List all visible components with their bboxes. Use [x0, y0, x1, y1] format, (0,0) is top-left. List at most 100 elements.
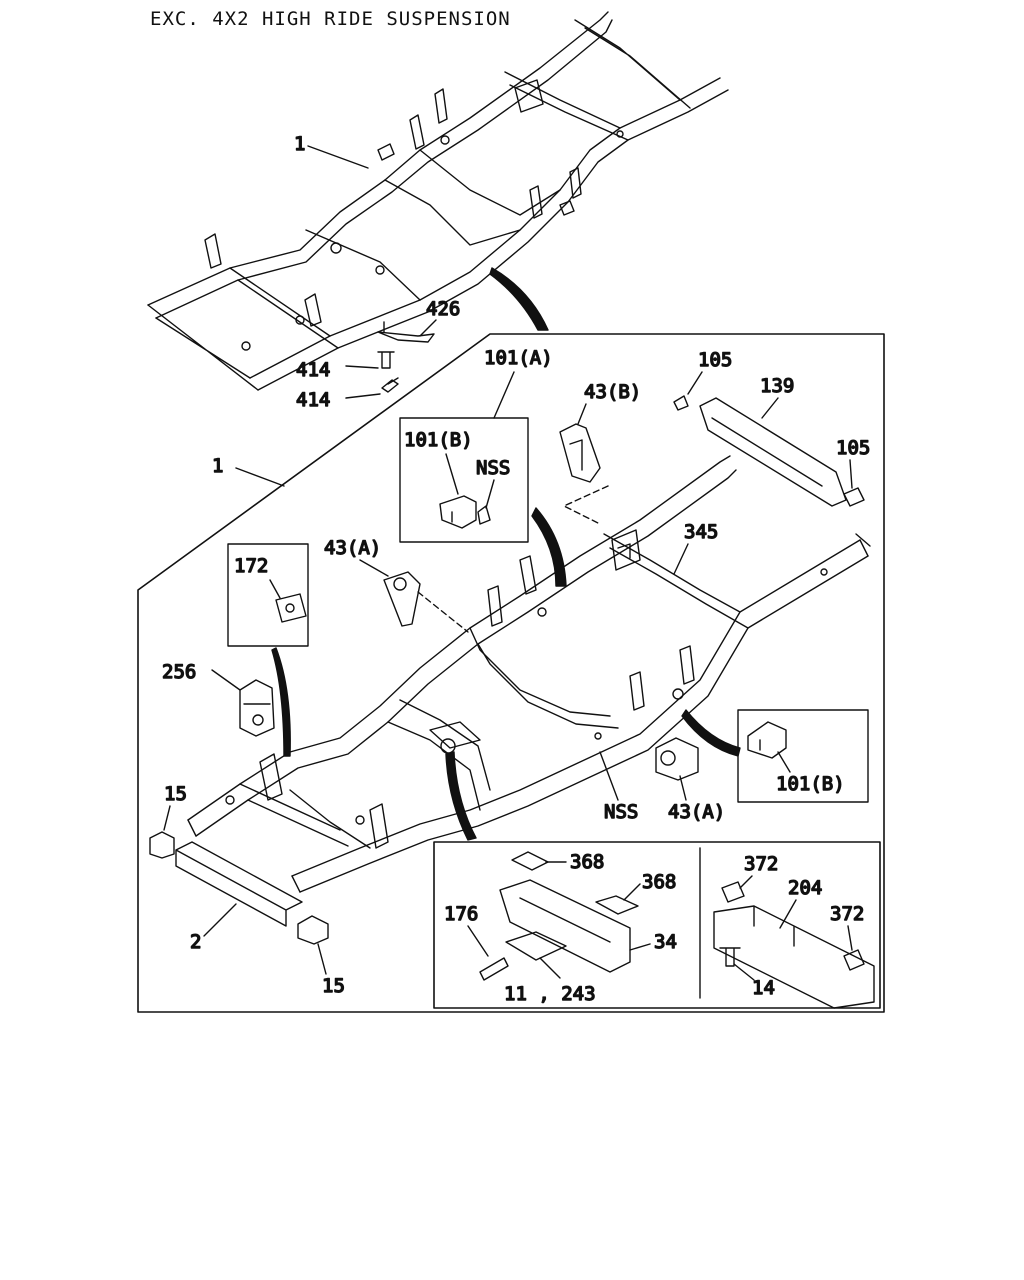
leader-101b-right [777, 751, 791, 773]
arrow-172 [271, 647, 291, 757]
part-105-b [843, 487, 865, 507]
label-372-b: 372 [830, 903, 864, 925]
leader-426 [419, 319, 437, 337]
leader-43a-top [359, 559, 389, 577]
part-15-a [149, 831, 175, 859]
part-11-243 [505, 931, 567, 961]
leader-nss-bottom [599, 751, 619, 801]
leader-414-a [345, 365, 379, 369]
label-15-a: 15 [164, 783, 187, 805]
label-368-a: 368 [570, 851, 604, 873]
label-101b-right: 101(B) [776, 773, 845, 795]
leader-204 [779, 899, 797, 929]
label-15-b: 15 [322, 975, 345, 997]
label-34: 34 [654, 931, 677, 953]
part-204-crossmember [713, 905, 875, 1009]
leader-101a [493, 371, 515, 419]
part-256 [239, 679, 275, 737]
part-368-b [595, 895, 639, 915]
part-43a-bottom-hole [660, 750, 676, 766]
arrow-bottom-inset [445, 751, 477, 841]
label-414-b: 414 [296, 389, 330, 411]
part-43a-top-hole [393, 577, 407, 591]
label-139: 139 [760, 375, 794, 397]
part-2-bumper [175, 841, 303, 927]
label-43a-top: 43(A) [324, 537, 381, 559]
leader-43a-bottom [679, 775, 687, 801]
leader-105-b [849, 459, 853, 489]
label-frame-detail: 1 [212, 455, 223, 477]
inset-box-172 [227, 543, 309, 647]
label-172: 172 [234, 555, 268, 577]
part-101b-right [747, 721, 787, 759]
leader-345 [673, 543, 689, 575]
label-256: 256 [162, 661, 196, 683]
label-43b: 43(B) [584, 381, 641, 403]
diagram-caption: EXC. 4X2 HIGH RIDE SUSPENSION [150, 8, 511, 30]
leader-172 [269, 579, 281, 599]
dash-43a-top [417, 591, 469, 633]
label-345: 345 [684, 521, 718, 543]
part-368-a [511, 851, 549, 871]
label-101a: 101(A) [484, 347, 553, 369]
leader-14 [733, 963, 755, 981]
main-frame-detail [187, 455, 871, 893]
label-2: 2 [190, 931, 201, 953]
part-372-a [721, 881, 745, 903]
leaders-inset-101b [445, 453, 495, 509]
label-368-b: 368 [642, 871, 676, 893]
leader-372-b [847, 925, 853, 951]
dash-43b [563, 485, 609, 525]
part-43a-top [383, 571, 421, 627]
leader-139 [761, 397, 779, 419]
part-nss-inset [477, 505, 491, 525]
leader-256 [211, 669, 241, 691]
part-172-pad [275, 593, 307, 623]
upper-frame-assembly [147, 11, 729, 393]
label-176: 176 [444, 903, 478, 925]
leader-15-a [163, 805, 171, 831]
leader-176 [467, 925, 489, 957]
label-43a-bottom: 43(A) [668, 801, 725, 823]
leader-414-b [345, 393, 381, 399]
leader-2 [203, 903, 237, 937]
label-frame-top: 1 [294, 133, 305, 155]
leader-105-a [687, 371, 703, 395]
leader-15-b [317, 943, 327, 975]
part-372-b [843, 949, 865, 971]
label-105-b: 105 [836, 437, 870, 459]
arrow-101b-inset [531, 507, 567, 587]
detail-border [137, 333, 885, 1013]
label-101b-inset: 101(B) [404, 429, 473, 451]
leader-11-243 [539, 957, 561, 979]
leader-34 [629, 943, 651, 951]
part-105-a [673, 395, 689, 411]
part-256-hole [252, 714, 264, 726]
part-15-b [297, 915, 329, 945]
label-nss-inset: NSS [476, 457, 510, 479]
leader-frame-top [307, 145, 369, 169]
inset-box-101b [399, 417, 529, 543]
inset-box-bottom [433, 841, 881, 1009]
leader-372-a [739, 875, 753, 889]
arrow-101b-right [681, 709, 741, 757]
label-14: 14 [752, 977, 775, 999]
part-43a-bottom [655, 737, 699, 781]
part-101b-inset [439, 495, 477, 529]
leader-43b [577, 403, 587, 425]
part-176-bolt [479, 957, 509, 981]
label-414-a: 414 [296, 359, 330, 381]
part-14-bolt [719, 947, 741, 967]
part-43b [559, 423, 601, 483]
label-105-a: 105 [698, 349, 732, 371]
label-11-243: 11 , 243 [504, 983, 596, 1005]
part-172-hole [285, 603, 295, 613]
arrow-top-to-detail [489, 267, 549, 331]
label-426: 426 [426, 298, 460, 320]
label-204: 204 [788, 877, 822, 899]
part-139-crossmember [699, 397, 847, 507]
label-nss-bottom: NSS [604, 801, 638, 823]
leader-368-b [623, 883, 641, 901]
leader-frame-detail [235, 467, 285, 487]
